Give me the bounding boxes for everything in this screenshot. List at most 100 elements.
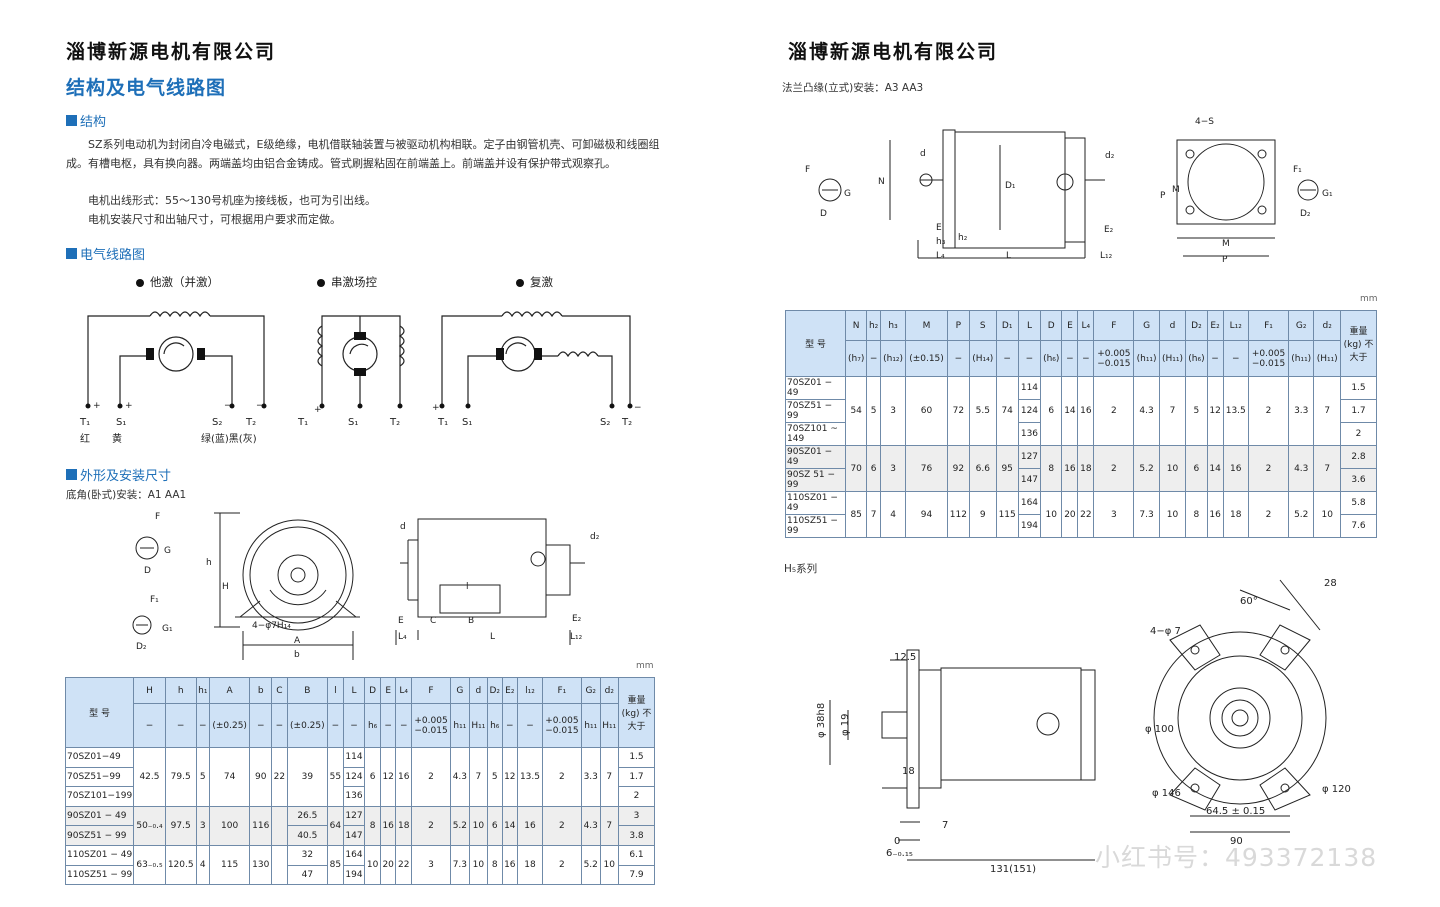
value-cell: 14 — [1206, 445, 1224, 492]
value-cell: 95 — [995, 445, 1019, 492]
dim-label: L — [490, 632, 495, 642]
dim-label: d — [920, 149, 926, 159]
value-cell: 42.5 — [133, 747, 166, 807]
dim-label: P — [1222, 255, 1228, 265]
value-cell: 112 — [946, 491, 971, 538]
dim-label: φ 19 — [840, 714, 851, 737]
value-cell: 92 — [946, 445, 971, 492]
column-header: B — [286, 677, 329, 704]
tolerance-header: (H₁₁) — [1313, 340, 1341, 377]
tolerance-header: +0.005 −0.015 — [410, 703, 452, 748]
column-header: h₂ — [866, 310, 881, 341]
plus-mark: + — [314, 405, 322, 415]
tolerance-header: (h₇) — [844, 340, 868, 377]
dim-label: b — [294, 650, 300, 660]
value-cell: 147 — [342, 825, 366, 846]
value-cell: 136 — [342, 786, 366, 807]
value-cell: 6 — [1040, 376, 1063, 446]
value-cell: 5.2 — [580, 844, 601, 886]
value-cell: 74 — [995, 376, 1019, 446]
column-header: G — [450, 677, 470, 704]
value-cell: 6 — [486, 805, 503, 846]
tolerance-header: +0.005 −0.015 — [1093, 340, 1135, 377]
tolerance-header: (h₁₁) — [1133, 340, 1160, 377]
tolerance-header: − — [1222, 340, 1249, 377]
dim-label: P — [1160, 191, 1166, 201]
column-header: A — [208, 677, 251, 704]
flange-mount-drawing: F G D d N D₁ d₂ E h₃ h₂ L₄ L E₂ L₁₂ 4−S … — [805, 117, 1333, 265]
dim-label: N — [878, 177, 885, 187]
bullet-square-icon — [66, 248, 77, 259]
tolerance-header: − — [395, 703, 412, 748]
value-cell: 5.2 — [450, 805, 470, 846]
value-cell: 6 — [1185, 445, 1208, 492]
tolerance-header: h₁₁ — [450, 703, 470, 748]
h5-series-drawing: 12.5 φ 38h8 φ 19 18 7 0 6₋₀.₁₅ 131(151) … — [816, 578, 1351, 875]
terminal-label: S₂ — [600, 417, 610, 428]
tolerance-header: (±0.15) — [905, 340, 948, 377]
tolerance-header: (h₆) — [1040, 340, 1063, 377]
terminal-label: S₁ — [348, 417, 358, 428]
plus-mark: + — [432, 403, 440, 413]
column-header: L — [1017, 310, 1042, 341]
circuit-label-compound: 复激 — [516, 274, 553, 290]
tolerance-header: − — [164, 703, 197, 748]
value-cell: 22 — [271, 747, 288, 807]
value-cell: 5 — [1185, 376, 1208, 446]
value-cell: 2 — [410, 805, 452, 846]
bullet-square-icon — [66, 115, 77, 126]
value-cell: 3.3 — [580, 747, 601, 807]
plus-mark: + — [93, 401, 101, 411]
structure-heading: 结构 — [66, 111, 106, 130]
dim-label: E₂ — [572, 614, 582, 624]
company-name: 淄博新源电机有限公司 — [66, 41, 277, 63]
value-cell: 60 — [905, 376, 948, 446]
dim-label: l — [466, 582, 469, 592]
dim-label: D — [144, 566, 151, 576]
circuit-label-series: 串激场控 — [317, 274, 377, 290]
column-header: C — [271, 677, 288, 704]
dim-label: 60° — [1240, 596, 1258, 607]
bullet-dot-icon — [136, 278, 144, 287]
weight-header: 重量 (kg) 不大于 — [1340, 310, 1377, 377]
dim-label: φ 38h8 — [816, 703, 827, 738]
value-cell: 64 — [327, 805, 344, 846]
column-header: b — [249, 677, 273, 704]
value-cell: 2 — [1093, 445, 1135, 492]
value-cell: 124 — [342, 766, 366, 788]
tolerance-header: − — [133, 703, 166, 748]
column-header: D₁ — [995, 310, 1019, 341]
model-cell: 70SZ101−199 — [64, 786, 135, 807]
tolerance-header: (±0.25) — [208, 703, 251, 748]
weight-cell: 1.7 — [1340, 399, 1377, 423]
tolerance-header: +0.005 −0.015 — [1247, 340, 1290, 377]
value-cell: 10 — [364, 844, 381, 886]
dim-label: 28 — [1324, 578, 1337, 589]
value-cell: 8 — [486, 844, 503, 886]
weight-cell: 1.5 — [1340, 376, 1377, 400]
dim-label: h₃ — [936, 237, 946, 247]
column-header: N — [844, 310, 868, 341]
value-cell: 3 — [879, 445, 907, 492]
unit-label: mm — [1360, 294, 1378, 304]
model-cell: 110SZ51 − 99 — [64, 864, 135, 886]
value-cell: 115 — [995, 491, 1019, 538]
value-cell: 14 — [1061, 376, 1079, 446]
value-cell: 5 — [866, 376, 881, 446]
value-cell: 10 — [1313, 491, 1341, 538]
plus-mark: + — [125, 401, 133, 411]
dim-label: F₁ — [1293, 165, 1302, 175]
tolerance-header: − — [271, 703, 288, 748]
terminal-label: S₂ — [212, 417, 222, 428]
value-cell: 20 — [379, 844, 397, 886]
tolerance-header: h₁₁ — [580, 703, 601, 748]
tolerance-header: h₆ — [364, 703, 381, 748]
company-name: 淄博新源电机有限公司 — [788, 41, 999, 63]
left-page: 淄博新源电机有限公司 结构及电气线路图 结构 SZ系列电动机为封闭自冷电磁式，E… — [64, 41, 659, 886]
value-cell: 4.3 — [580, 805, 601, 846]
value-cell: 7.3 — [450, 844, 470, 886]
page-title: 结构及电气线路图 — [66, 77, 227, 99]
tolerance-header: (h₁₁) — [1288, 340, 1315, 377]
